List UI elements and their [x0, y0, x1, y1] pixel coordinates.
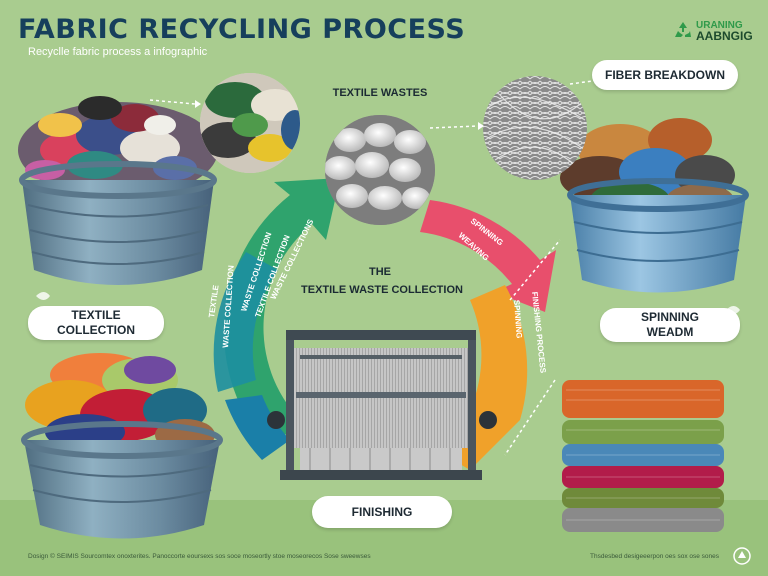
- photo-fiber-strands: [483, 76, 587, 180]
- arrow-text-orange-1: SPINNING: [512, 300, 524, 339]
- logo-text: URANING AABNGIG: [696, 20, 753, 42]
- bucket-folded-fabric: [21, 353, 223, 539]
- process-cycle: [213, 178, 556, 470]
- bucket-mixed-waste: [18, 96, 218, 285]
- label-spinning: SPINNING WEADM: [600, 308, 740, 342]
- page-title: FABRIC RECYCLING PROCESS: [18, 14, 466, 45]
- arrow-teal: [213, 252, 278, 392]
- label-finishing: FINISHING: [312, 496, 452, 528]
- arrow-pink: [420, 200, 556, 312]
- bucket-knit-fabric: [560, 118, 749, 293]
- fabric-stack: [562, 380, 724, 532]
- brand-logo: URANING AABNGIG: [672, 20, 753, 44]
- loom-illustration: [267, 330, 497, 480]
- photo-wool-fibers: [325, 115, 435, 225]
- label-fiber-breakdown: FIBER BREAKDOWN: [592, 60, 738, 90]
- arrow-blue: [225, 395, 290, 460]
- footer-left: Dosign © SEIMIS Sourcomtex onoxterites. …: [28, 553, 371, 560]
- page-subtitle: Recyclle fabric process a infographic: [28, 46, 208, 58]
- arrow-green: [224, 178, 340, 450]
- footer-right: Thsdesbed desigeeerpon oes sox ose sones: [590, 553, 720, 560]
- label-textile-collection: TEXTILE COLLECTION: [28, 306, 164, 340]
- recycle-icon: [675, 22, 691, 37]
- photo-textile-waste: [200, 73, 300, 173]
- leaf-icon: [36, 292, 50, 300]
- recycle-badge-icon: [733, 547, 751, 565]
- label-center-the: THE: [369, 266, 391, 278]
- logo-line-1: URANING: [696, 20, 743, 31]
- label-textile-wastes: TEXTILE WASTES: [332, 87, 428, 99]
- label-center-collection: TEXTILE WASTE COLLECTION: [301, 284, 463, 296]
- logo-line-2: AABNGIG: [696, 29, 753, 43]
